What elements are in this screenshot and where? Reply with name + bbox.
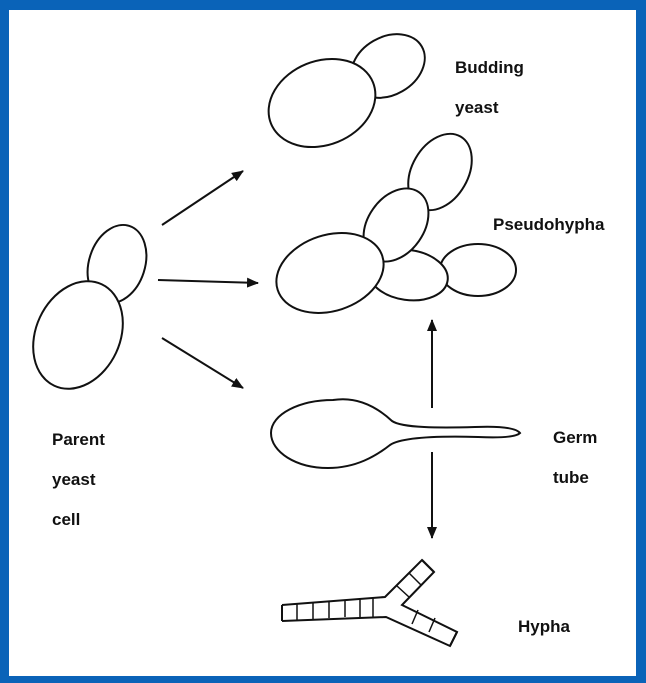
label-parent-yeast-cell: Parent yeast cell (52, 410, 105, 550)
arrow-to-budding-yeast (162, 171, 243, 225)
budding-yeast-shape (255, 21, 436, 162)
germ-tube-shape (271, 399, 520, 468)
label-hypha: Hypha (518, 597, 570, 657)
label-germ-tube: Germ tube (553, 408, 597, 508)
label-budding-yeast-line-1: Budding (455, 58, 524, 78)
label-germ-tube-line-1: Germ (553, 428, 597, 448)
label-hypha-line-1: Hypha (518, 617, 570, 637)
arrow-to-pseudohypha (158, 280, 258, 283)
hypha-shape (282, 560, 457, 646)
label-budding-yeast-line-2: yeast (455, 98, 524, 118)
label-budding-yeast: Budding yeast (455, 38, 524, 138)
pseudohypha-shape (266, 122, 516, 326)
label-parent-yeast-cell-line-1: Parent (52, 430, 105, 450)
label-pseudohypha: Pseudohypha (493, 195, 604, 255)
label-parent-yeast-cell-line-2: yeast (52, 470, 105, 490)
label-germ-tube-line-2: tube (553, 468, 597, 488)
label-pseudohypha-line-1: Pseudohypha (493, 215, 604, 235)
label-parent-yeast-cell-line-3: cell (52, 510, 105, 530)
arrow-to-germ-tube (162, 338, 243, 388)
parent-yeast-cell-shape (16, 217, 156, 403)
